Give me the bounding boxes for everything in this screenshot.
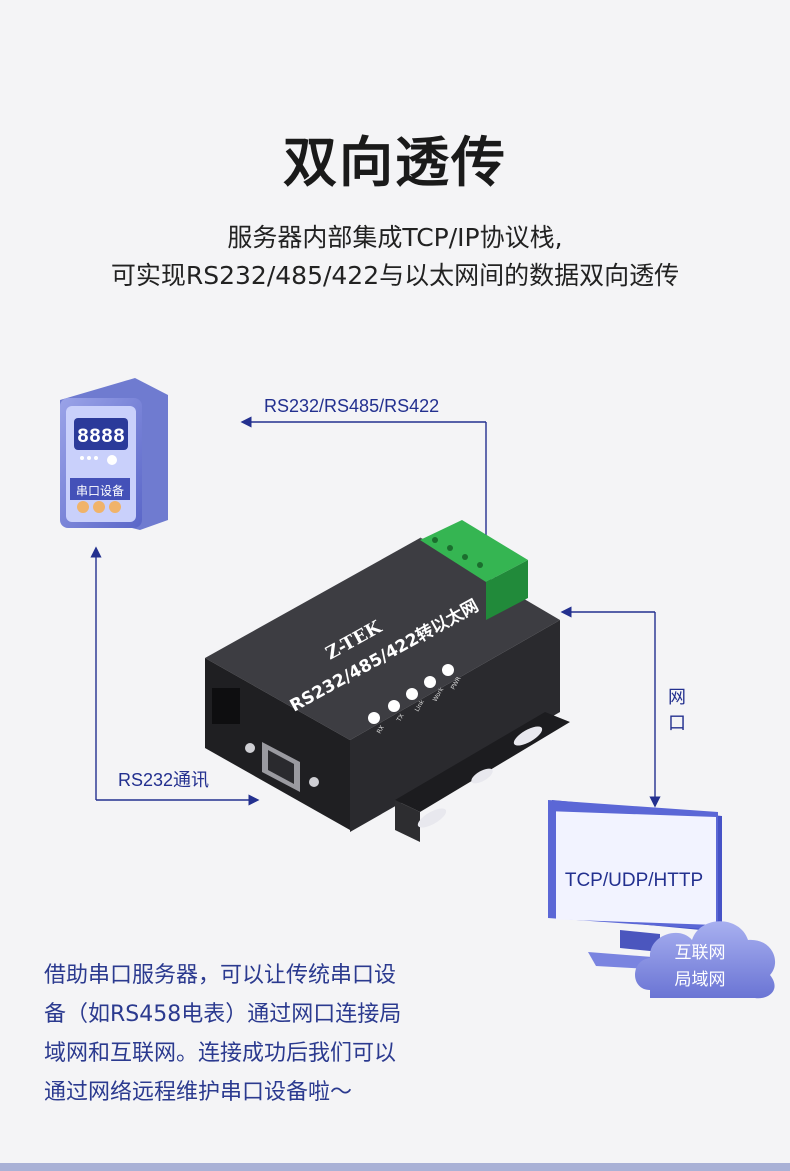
- description-line: 借助串口服务器，可以让传统串口设: [44, 963, 397, 988]
- cloud-icon: 互联网 局域网: [635, 921, 776, 999]
- device-knob-icon: [107, 455, 117, 465]
- serial-device: 8888 串口设备: [60, 378, 168, 530]
- led-link: [406, 688, 418, 700]
- cloud-label-lan: 局域网: [675, 970, 726, 990]
- led-work: [424, 676, 436, 688]
- device-button-icon: [93, 501, 105, 513]
- bottom-divider: [0, 1163, 790, 1171]
- led-tx: [388, 700, 400, 712]
- page-title: 双向透传: [283, 131, 507, 194]
- cloud-label-internet: 互联网: [675, 943, 726, 963]
- led-pwr: [442, 664, 454, 676]
- description-line: 备（如RS458电表）通过网口连接局: [44, 1002, 402, 1027]
- device-button-icon: [77, 501, 89, 513]
- rs232-label: RS232通讯: [118, 770, 210, 790]
- monitor-screen-text: TCP/UDP/HTTP: [565, 870, 703, 891]
- device-display-screen: [74, 418, 128, 450]
- led-label: TX: [395, 713, 405, 724]
- power-jack: [212, 688, 240, 724]
- led-rx: [368, 712, 380, 724]
- subtitle-line-2: 可实现RS232/485/422与以太网间的数据双向透传: [110, 261, 680, 290]
- device-button-icon: [109, 501, 121, 513]
- led-label: RX: [376, 724, 386, 735]
- network-port-label: 网口: [668, 687, 686, 733]
- serial-device-label: 串口设备: [76, 484, 124, 498]
- computer-monitor: TCP/UDP/HTTP: [548, 800, 722, 972]
- protocol-label: RS232/RS485/RS422: [264, 396, 440, 416]
- description-line: 通过网络远程维护串口设备啦～: [44, 1080, 353, 1105]
- description-line: 域网和互联网。连接成功后我们可以: [44, 1041, 397, 1066]
- subtitle-line-1: 服务器内部集成TCP/IP协议栈,: [227, 223, 563, 252]
- serial-server-device: Z-TEK RS232/485/422转以太网 RX TX Link Work …: [205, 520, 570, 842]
- description: 借助串口服务器，可以让传统串口设 备（如RS458电表）通过网口连接局 域网和互…: [44, 956, 484, 1112]
- device-display-text: 8888: [77, 426, 125, 449]
